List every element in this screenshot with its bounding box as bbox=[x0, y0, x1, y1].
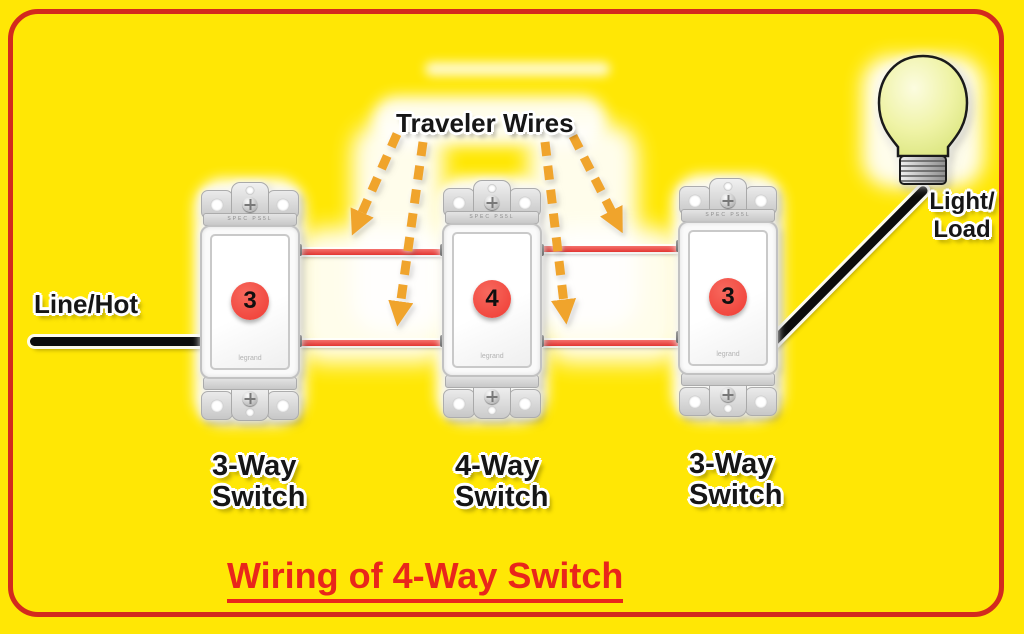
switch-label-line1: 3-Way bbox=[689, 448, 774, 480]
screw-icon bbox=[720, 193, 736, 208]
light-load-line1: Light/ bbox=[929, 188, 995, 215]
mounting-ear-icon bbox=[267, 391, 299, 420]
switch-rocker bbox=[210, 234, 290, 370]
mounting-ear-icon bbox=[443, 389, 475, 418]
switch-label-line1: 3-Way bbox=[212, 450, 297, 482]
switch-3way-right: SPEC PS5L 3 legrand bbox=[676, 178, 778, 418]
switch-number-badge: 4 bbox=[473, 280, 511, 318]
screw-icon bbox=[484, 195, 500, 210]
switch-label-line2: Switch bbox=[212, 481, 306, 513]
mounting-ear-icon bbox=[745, 387, 777, 416]
switch-label-line1: 4-Way bbox=[455, 450, 540, 482]
switch-label-line2: Switch bbox=[689, 479, 783, 511]
switch-number-badge: 3 bbox=[709, 278, 747, 316]
screw-icon bbox=[242, 391, 258, 406]
switch-3way-left: SPEC PS5L 3 legrand bbox=[200, 182, 302, 422]
screw-icon bbox=[720, 387, 736, 402]
screw-icon bbox=[484, 389, 500, 404]
white-halo-patch bbox=[425, 62, 610, 76]
light-load-line2: Load bbox=[933, 216, 991, 243]
line-hot-label: Line/Hot bbox=[34, 289, 138, 319]
traveler-wires-label: Traveler Wires bbox=[396, 108, 574, 138]
brand-text: legrand bbox=[716, 351, 740, 358]
switch-number-badge: 3 bbox=[231, 282, 269, 320]
traveler-wire-right-top bbox=[539, 246, 681, 252]
mounting-ear-icon bbox=[201, 391, 233, 420]
switch-label-middle: 4-Way Switch bbox=[455, 451, 548, 513]
light-bulb-icon bbox=[877, 54, 969, 185]
diagram-title: Wiring of 4-Way Switch bbox=[227, 555, 624, 603]
traveler-wire-left-top bbox=[297, 249, 445, 255]
switch-label-right: 3-Way Switch bbox=[689, 449, 782, 511]
screw-icon bbox=[242, 197, 258, 212]
traveler-wire-right-bottom bbox=[539, 340, 681, 346]
line-hot-wire bbox=[30, 337, 207, 346]
switch-label-left: 3-Way Switch bbox=[212, 451, 305, 513]
traveler-wire-left-bottom bbox=[297, 340, 445, 346]
light-load-label: Light/ Load bbox=[916, 188, 1008, 244]
brand-text: legrand bbox=[480, 353, 504, 360]
mounting-ear-icon bbox=[509, 389, 541, 418]
mounting-ear-icon bbox=[679, 387, 711, 416]
brand-text: legrand bbox=[238, 355, 262, 362]
switch-4way-middle: SPEC PS5L 4 legrand bbox=[440, 180, 544, 420]
switch-label-line2: Switch bbox=[455, 481, 549, 513]
red-border-frame bbox=[8, 9, 1004, 617]
